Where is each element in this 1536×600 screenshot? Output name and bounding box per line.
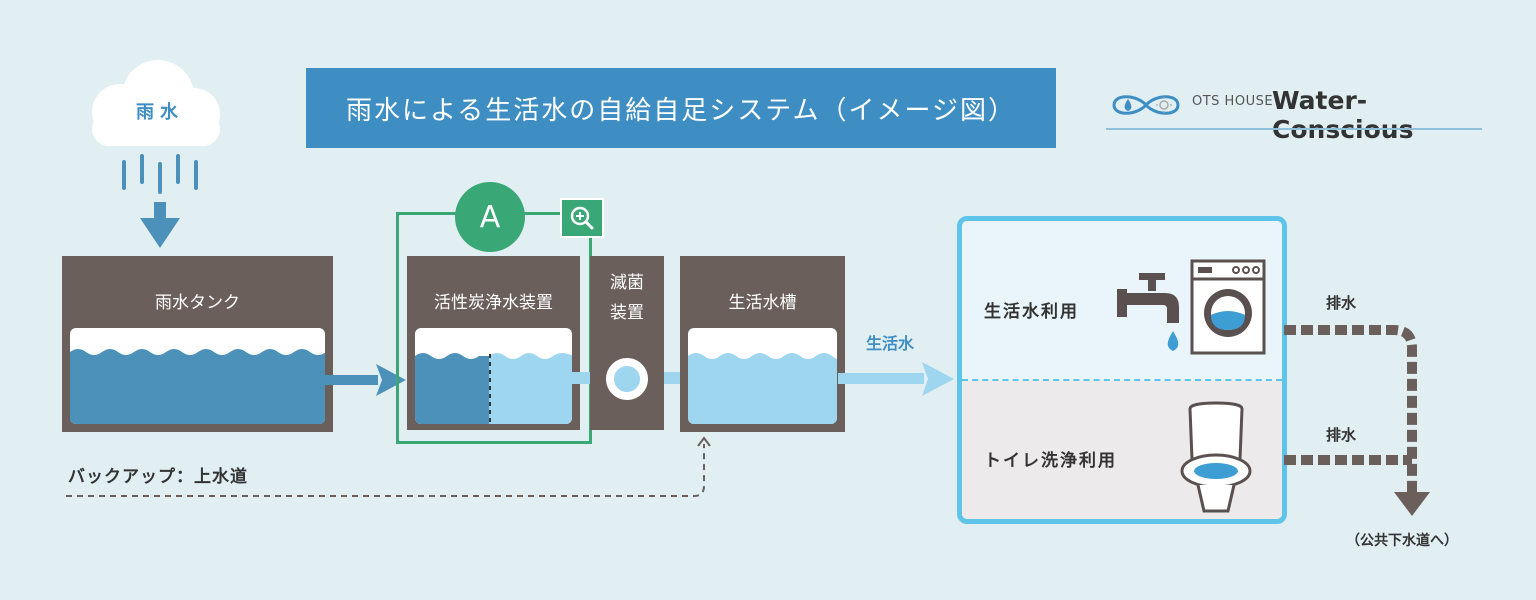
usage-top-label: 生活水利用 [984, 302, 1079, 322]
living-tank-water [688, 353, 837, 424]
faucet-icon [1117, 273, 1179, 351]
sewer-label: （公共下水道へ） [1346, 533, 1458, 549]
living-tank-label: 生活水槽 [728, 293, 797, 313]
living-water-tank: 生活水槽 [680, 256, 845, 432]
flow-label: 生活水 [866, 334, 915, 353]
rain-tank-vessel [70, 328, 325, 424]
page-title: 雨水による生活水の自給自足システム（イメージ図） [306, 68, 1056, 148]
rain-tank: 雨水タンク [62, 256, 333, 432]
usage-divider [962, 379, 1282, 381]
rain-tank-label: 雨水タンク [155, 293, 240, 313]
drain-top-label: 排水 [1326, 294, 1357, 312]
zoom-in-icon [570, 206, 594, 230]
charcoal-filter-unit: 活性炭浄水装置 [407, 256, 580, 430]
brand-logo: OTS HOUSE Water-Conscious [1106, 84, 1482, 144]
drain-pipes-icon [1284, 325, 1430, 516]
usage-panel: 生活水利用 トイレ洗浄利用 [957, 216, 1287, 524]
drain-bottom-label: 排水 [1326, 426, 1357, 444]
rain-cloud-icon [92, 60, 220, 248]
rain-label: 雨水 [136, 102, 184, 123]
rain-tank-water [70, 349, 325, 424]
arrow-to-usage-icon [838, 362, 954, 396]
washing-machine-icon [1190, 259, 1266, 355]
zoom-button[interactable] [560, 198, 604, 238]
sterilizer-unit: 滅菌 装置 [590, 256, 664, 430]
arrow-to-filter-icon [322, 364, 406, 396]
usage-bottom-label: トイレ洗浄利用 [984, 451, 1117, 471]
backup-line-icon [66, 436, 711, 497]
infinity-logo-icon [1112, 95, 1180, 115]
filter-badge: A [455, 182, 525, 252]
logo-ots-text: OTS HOUSE [1192, 94, 1274, 109]
logo-underline [1106, 128, 1482, 130]
sterilizer-label-line1: 滅菌 [610, 273, 644, 293]
living-tank-vessel [688, 328, 837, 424]
sterilizer-ring-icon [606, 358, 648, 400]
filter-vessel [415, 328, 572, 424]
toilet-icon [1180, 401, 1252, 513]
backup-label: バックアップ：上水道 [68, 467, 248, 487]
filter-label: 活性炭浄水装置 [434, 293, 553, 313]
logo-brand-text: Water-Conscious [1272, 86, 1414, 144]
filter-water [415, 350, 572, 424]
sterilizer-label-line2: 装置 [610, 303, 644, 323]
